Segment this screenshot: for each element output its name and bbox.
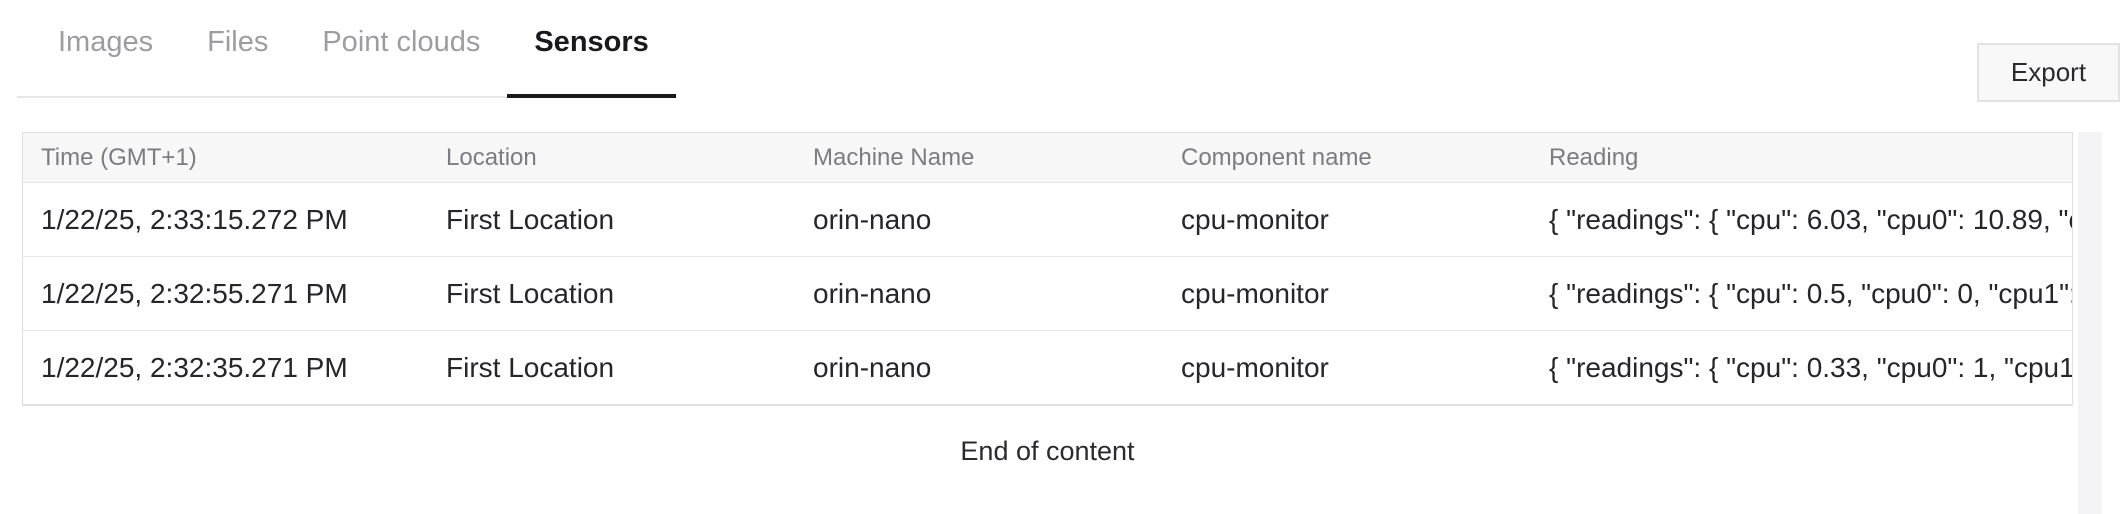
vertical-scrollbar[interactable] bbox=[2078, 132, 2102, 514]
cell-component-name: cpu-monitor bbox=[1181, 204, 1329, 235]
cell-location: First Location bbox=[446, 204, 615, 235]
data-type-tabs: Images Files Point clouds Sensors bbox=[17, 22, 676, 98]
column-header-location: Location bbox=[446, 144, 537, 171]
table-row: 1/22/25, 2:32:55.271 PM First Location o… bbox=[23, 257, 2072, 331]
cell-reading: { "readings": { "cpu": 6.03, "cpu0": 10.… bbox=[1549, 204, 2072, 235]
cell-time: 1/22/25, 2:32:55.271 PM bbox=[41, 278, 348, 309]
column-header-time: Time (GMT+1) bbox=[41, 144, 197, 171]
cell-machine-name: orin-nano bbox=[813, 204, 932, 235]
sensor-readings-table: Time (GMT+1) Location Machine Name Compo… bbox=[22, 132, 2073, 406]
tab-point-clouds[interactable]: Point clouds bbox=[322, 26, 481, 58]
tab-images[interactable]: Images bbox=[58, 26, 154, 58]
cell-time: 1/22/25, 2:32:35.271 PM bbox=[41, 352, 348, 383]
cell-reading: { "readings": { "cpu": 0.5, "cpu0": 0, "… bbox=[1549, 278, 2072, 309]
cell-reading: { "readings": { "cpu": 0.33, "cpu0": 1, … bbox=[1549, 352, 2072, 383]
tab-files[interactable]: Files bbox=[207, 26, 269, 58]
table-row: 1/22/25, 2:32:35.271 PM First Location o… bbox=[23, 331, 2072, 404]
cell-location: First Location bbox=[446, 352, 615, 383]
cell-location: First Location bbox=[446, 278, 615, 309]
table-row: 1/22/25, 2:33:15.272 PM First Location o… bbox=[23, 183, 2072, 257]
cell-time: 1/22/25, 2:33:15.272 PM bbox=[41, 204, 348, 235]
cell-machine-name: orin-nano bbox=[813, 278, 932, 309]
export-button[interactable]: Export bbox=[1977, 43, 2120, 102]
end-of-content-label: End of content bbox=[960, 436, 1135, 466]
table-header-row: Time (GMT+1) Location Machine Name Compo… bbox=[23, 133, 2072, 183]
cell-component-name: cpu-monitor bbox=[1181, 352, 1329, 383]
column-header-machine-name: Machine Name bbox=[813, 144, 975, 171]
tab-sensors[interactable]: Sensors bbox=[507, 22, 676, 98]
cell-machine-name: orin-nano bbox=[813, 352, 932, 383]
column-header-reading: Reading bbox=[1549, 144, 1639, 171]
column-header-component-name: Component name bbox=[1181, 144, 1372, 171]
cell-component-name: cpu-monitor bbox=[1181, 278, 1329, 309]
